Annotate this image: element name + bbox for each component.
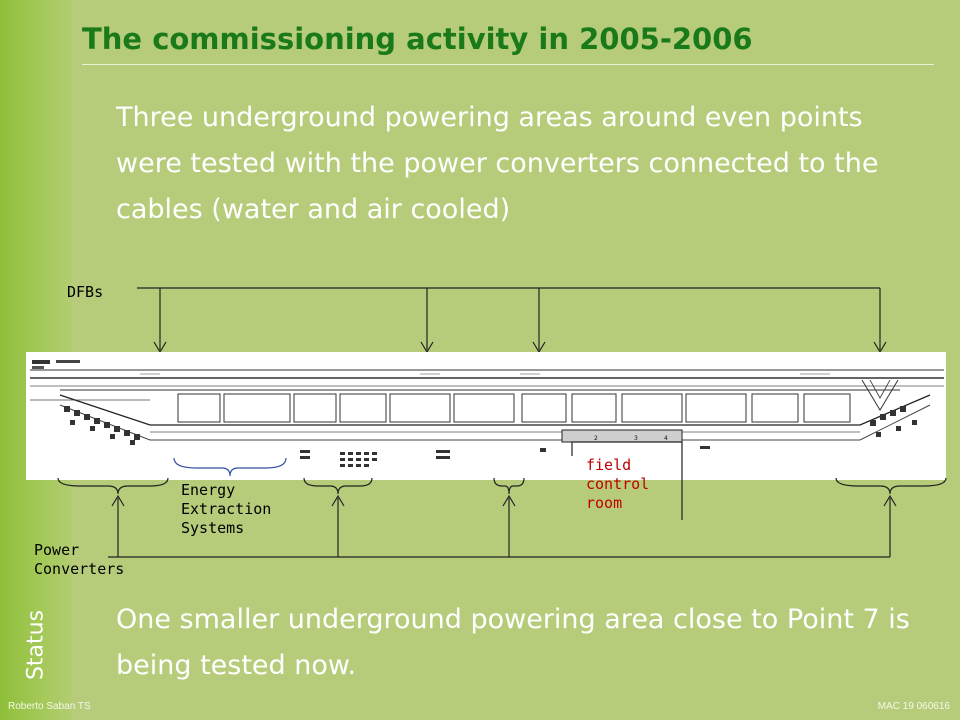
svg-text:3: 3	[634, 435, 638, 442]
power-converter-arrows	[108, 494, 897, 558]
footer-reference: MAC 19 060616	[877, 701, 950, 712]
footer-author: Roberto Saban TS	[8, 701, 91, 712]
svg-text:2: 2	[594, 435, 598, 442]
title-divider	[82, 64, 934, 65]
power-converter-braces	[57, 477, 947, 495]
energy-extraction-brace	[173, 457, 287, 477]
energy-extraction-label: Energy Extraction Systems	[181, 481, 272, 537]
dfbs-label: DFBs	[67, 283, 104, 301]
status-section-label: Status	[23, 609, 49, 681]
slide-title: The commissioning activity in 2005-2006	[82, 22, 753, 56]
svg-text:4: 4	[664, 435, 668, 442]
status-paragraph: One smaller underground powering area cl…	[116, 604, 910, 681]
field-control-room-bracket	[571, 441, 683, 520]
field-control-room-label: field control room	[586, 456, 650, 512]
dfb-arrows	[137, 287, 887, 354]
tunnel-plan-drawing: 2 3 4	[26, 352, 946, 480]
intro-paragraph: Three underground powering areas around …	[116, 102, 879, 225]
power-converters-label: Power Converters	[34, 541, 125, 578]
